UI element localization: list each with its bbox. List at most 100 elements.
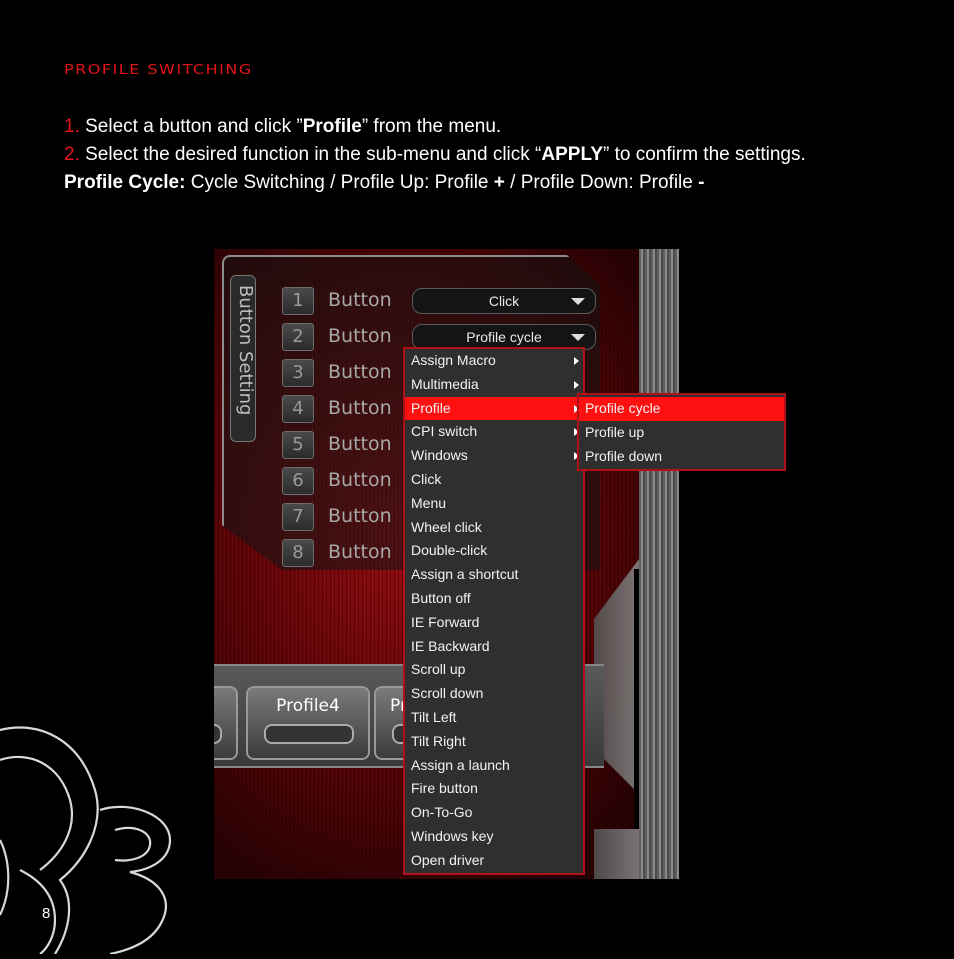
- profile-button-3[interactable]: [214, 686, 238, 760]
- instruction-step-2: 2. Select the desired function in the su…: [64, 144, 806, 166]
- menu-item-multimedia[interactable]: Multimedia: [405, 373, 583, 397]
- submenu-item-label: Profile down: [585, 447, 663, 464]
- menu-item-label: Profile: [411, 399, 451, 416]
- menu-item-assign-a-launch[interactable]: Assign a launch: [405, 754, 583, 778]
- chevron-right-icon: [574, 428, 579, 437]
- step-number: 2.: [64, 144, 80, 165]
- profile-button-4[interactable]: Profile4: [246, 686, 370, 760]
- menu-item-windows-key[interactable]: Windows key: [405, 825, 583, 849]
- menu-item-label: Assign a shortcut: [411, 566, 519, 583]
- menu-item-label: IE Forward: [411, 613, 480, 630]
- menu-item-assign-a-shortcut[interactable]: Assign a shortcut: [405, 563, 583, 587]
- button-number: 2: [282, 323, 314, 351]
- button-label: Button: [328, 541, 392, 563]
- menu-item-label: Double-click: [411, 542, 488, 559]
- menu-item-label: Scroll down: [411, 685, 484, 702]
- menu-item-double-click[interactable]: Double-click: [405, 539, 583, 563]
- menu-item-label: Fire button: [411, 780, 478, 797]
- step-keyword: APPLY: [541, 144, 603, 165]
- menu-item-label: IE Backward: [411, 637, 490, 654]
- menu-item-windows[interactable]: Windows: [405, 444, 583, 468]
- menu-item-tilt-left[interactable]: Tilt Left: [405, 706, 583, 730]
- menu-item-label: Menu: [411, 494, 447, 511]
- button-number: 7: [282, 503, 314, 531]
- menu-item-on-to-go[interactable]: On-To-Go: [405, 801, 583, 825]
- button-number: 6: [282, 467, 314, 495]
- chevron-right-icon: [574, 380, 579, 389]
- menu-item-profile[interactable]: Profile: [405, 396, 583, 421]
- menu-item-scroll-up[interactable]: Scroll up: [405, 658, 583, 682]
- chevron-right-icon: [574, 404, 579, 413]
- profile-cycle-note: Profile Cycle: Cycle Switching / Profile…: [64, 172, 704, 194]
- button-1-function-dropdown[interactable]: Click: [412, 288, 596, 314]
- menu-item-fire-button[interactable]: Fire button: [405, 777, 583, 801]
- button-label: Button: [328, 325, 392, 347]
- frame-edge: [639, 249, 679, 879]
- menu-item-label: Assign Macro: [411, 352, 496, 368]
- menu-item-scroll-down[interactable]: Scroll down: [405, 682, 583, 706]
- submenu-item-profile-down[interactable]: Profile down: [579, 445, 784, 469]
- instruction-step-1: 1. Select a button and click ”Profile” f…: [64, 116, 501, 138]
- button-number: 4: [282, 395, 314, 423]
- submenu-item-label: Profile cycle: [585, 400, 661, 416]
- menu-item-label: Tilt Left: [411, 708, 457, 725]
- chevron-right-icon: [574, 357, 579, 365]
- profile-slot: [264, 724, 354, 744]
- menu-item-wheel-click[interactable]: Wheel click: [405, 516, 583, 540]
- menu-item-label: Windows key: [411, 827, 494, 844]
- button-label: Button: [328, 397, 392, 419]
- note-title: Profile Cycle:: [64, 172, 186, 193]
- menu-item-button-off[interactable]: Button off: [405, 587, 583, 611]
- step-text: Select a button and click ”: [79, 116, 303, 137]
- menu-item-ie-forward[interactable]: IE Forward: [405, 611, 583, 635]
- menu-item-label: Multimedia: [411, 375, 479, 392]
- step-number: 1.: [64, 116, 80, 137]
- button-number: 3: [282, 359, 314, 387]
- dropdown-value: Click: [488, 293, 520, 309]
- button-number: 8: [282, 539, 314, 567]
- menu-item-open-driver[interactable]: Open driver: [405, 849, 583, 873]
- button-label: Button: [328, 469, 392, 491]
- menu-item-ie-backward[interactable]: IE Backward: [405, 635, 583, 659]
- menu-item-label: Open driver: [411, 851, 485, 868]
- menu-item-label: Assign a launch: [411, 756, 510, 773]
- profile-button-label: Pr: [390, 696, 407, 716]
- menu-item-label: CPI switch: [411, 423, 478, 440]
- menu-item-menu[interactable]: Menu: [405, 492, 583, 516]
- dropdown-value: Profile cycle: [466, 329, 542, 345]
- button-2-function-dropdown[interactable]: Profile cycle: [412, 324, 596, 350]
- brand-logo: [0, 720, 200, 959]
- section-heading: PROFILE SWITCHING: [64, 61, 253, 78]
- button-number: 5: [282, 431, 314, 459]
- step-text: Select the desired function in the sub-m…: [79, 144, 542, 165]
- profile-button-label: Profile4: [276, 696, 340, 716]
- menu-item-cpi-switch[interactable]: CPI switch: [405, 420, 583, 444]
- submenu-item-profile-up[interactable]: Profile up: [579, 421, 784, 445]
- submenu-item-profile-cycle[interactable]: Profile cycle: [579, 397, 784, 421]
- roccat-logo-icon: [0, 726, 172, 956]
- menu-item-click[interactable]: Click: [405, 468, 583, 492]
- chevron-down-icon: [571, 334, 585, 341]
- step-text: ” to confirm the settings.: [603, 144, 806, 165]
- menu-item-tilt-right[interactable]: Tilt Right: [405, 730, 583, 754]
- chevron-right-icon: [574, 452, 579, 461]
- menu-item-label: Scroll up: [411, 661, 466, 678]
- frame-gap: [634, 569, 639, 829]
- plus-sign: +: [493, 172, 505, 193]
- menu-item-label: Click: [411, 470, 442, 487]
- menu-item-label: Windows: [411, 447, 468, 464]
- menu-item-assign-macro[interactable]: Assign Macro: [405, 349, 583, 373]
- step-keyword: Profile: [302, 116, 362, 137]
- page-number: 8: [42, 905, 51, 922]
- submenu-item-label: Profile up: [585, 423, 645, 440]
- step-text: ” from the menu.: [361, 116, 502, 137]
- button-setting-tab[interactable]: [230, 275, 256, 442]
- button-label: Button: [328, 505, 392, 527]
- button-label: Button: [328, 433, 392, 455]
- menu-item-label: On-To-Go: [411, 804, 473, 821]
- menu-item-label: Button off: [411, 589, 471, 606]
- profile-slot: [214, 724, 222, 744]
- note-text: Cycle Switching / Profile Up: Profile: [185, 172, 494, 193]
